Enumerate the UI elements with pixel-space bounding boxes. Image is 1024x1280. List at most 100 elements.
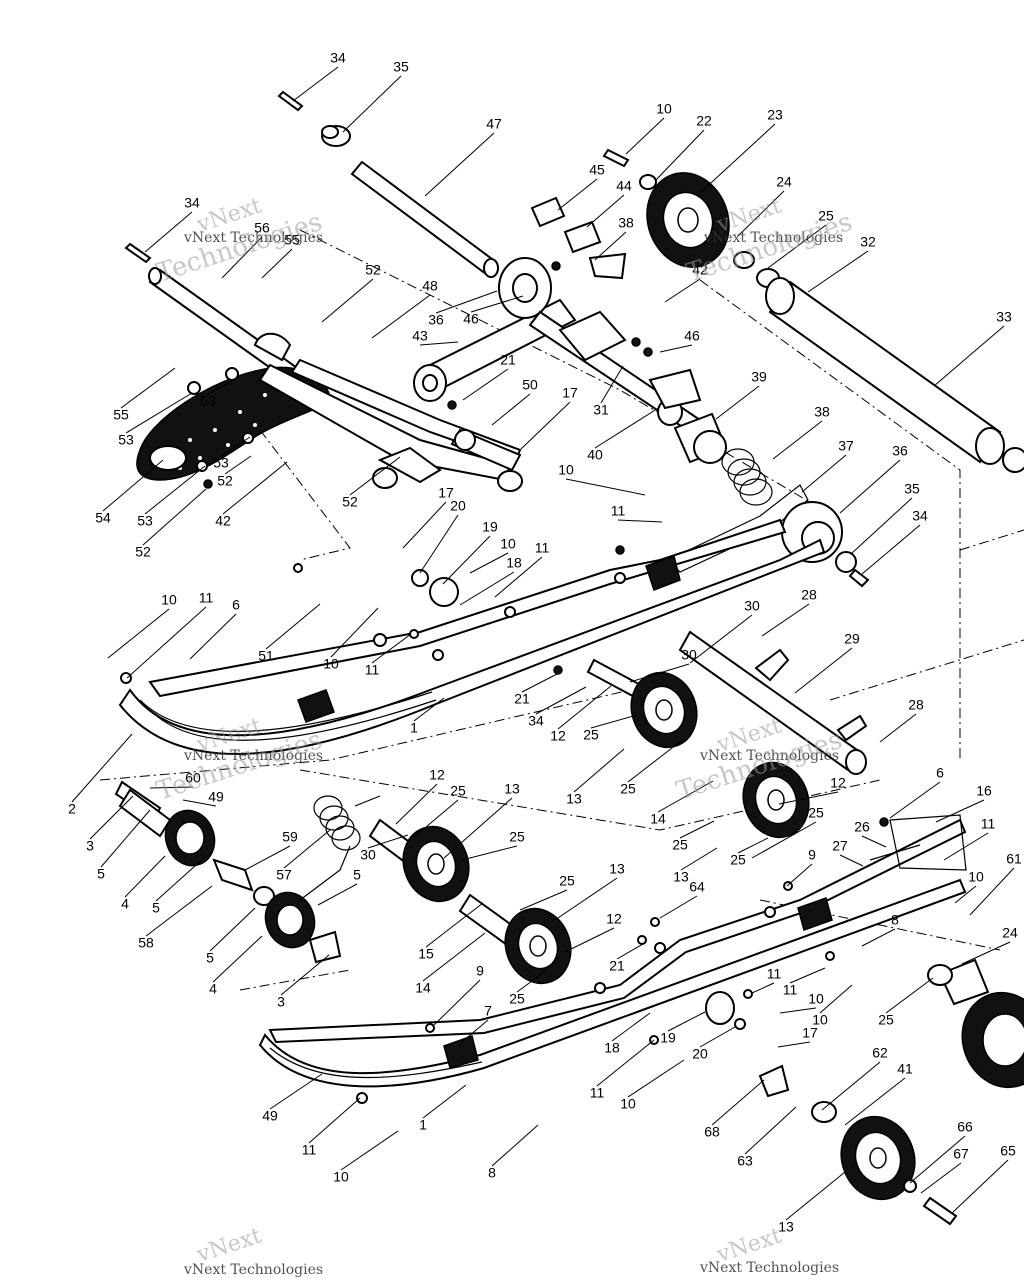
part-number-label: 11	[535, 540, 550, 556]
part-number-label: 10	[656, 101, 672, 117]
callout-leader	[794, 647, 853, 694]
part-number-label: 10	[500, 536, 516, 552]
callout-leader	[751, 821, 817, 859]
callout-leader	[596, 1039, 655, 1087]
part-number-label: 10	[333, 1169, 349, 1185]
callout-leader	[772, 420, 823, 460]
callout-leader	[100, 809, 151, 868]
part-number-label: 24	[776, 174, 792, 190]
part-number-label: 46	[463, 311, 479, 327]
part-number-label: 10	[968, 869, 984, 885]
callout-leader	[920, 1162, 962, 1194]
part-number-label: 10	[161, 592, 177, 608]
part-number-label: 56	[254, 220, 270, 236]
part-number-label: 11	[611, 503, 626, 519]
callout-leader	[861, 928, 896, 947]
callout-leader	[220, 436, 251, 457]
callout-leader	[126, 606, 207, 679]
callout-leader	[470, 295, 524, 313]
part-number-label: 67	[953, 1146, 969, 1162]
part-number-label: 38	[618, 215, 634, 231]
callout-leader	[819, 984, 853, 1014]
part-number-label: 15	[418, 946, 434, 962]
callout-leader	[292, 66, 339, 102]
part-number-label: 30	[681, 647, 697, 663]
callout-leader	[155, 856, 206, 902]
part-number-label: 1	[410, 720, 418, 736]
part-number-label: 53	[200, 393, 216, 409]
callout-leader	[961, 941, 1011, 965]
callout-leader	[659, 344, 693, 353]
callout-leader	[321, 278, 374, 323]
callout-leader	[469, 552, 509, 574]
part-number-label: 61	[1006, 851, 1022, 867]
callout-leader	[657, 780, 714, 813]
part-number-label: 30	[744, 598, 760, 614]
callout-leader	[629, 663, 690, 683]
part-number-label: 21	[609, 958, 625, 974]
part-number-label: 38	[814, 404, 830, 420]
callout-leader	[461, 1019, 489, 1043]
callout-leader	[207, 380, 233, 395]
callout-leader	[761, 603, 810, 637]
callout-leader	[280, 954, 330, 996]
part-number-label: 60	[185, 770, 201, 786]
callout-leader	[494, 556, 543, 598]
callout-leader	[422, 1084, 467, 1119]
part-number-label: 33	[996, 309, 1012, 325]
part-number-label: 46	[684, 328, 700, 344]
callout-leader	[535, 686, 587, 715]
part-number-label: 7	[484, 1003, 492, 1019]
callout-leader	[751, 982, 775, 994]
part-number-label: 19	[660, 1030, 676, 1046]
callout-leader	[269, 1073, 323, 1110]
callout-leader	[680, 847, 718, 871]
callout-leader	[461, 845, 518, 861]
part-number-label: 11	[590, 1085, 605, 1101]
torsion-spring-38	[666, 412, 809, 573]
callout-leader	[224, 455, 252, 475]
part-number-label: 12	[606, 911, 622, 927]
part-number-label: 25	[583, 727, 599, 743]
callout-leader	[600, 365, 624, 404]
callout-leader	[777, 1041, 811, 1048]
part-number-label: 8	[891, 912, 899, 928]
watermark-line: vNext Technologies	[183, 230, 323, 246]
callout-leader	[699, 123, 776, 194]
callout-leader	[625, 117, 665, 155]
part-number-label: 22	[696, 113, 712, 129]
part-number-label: 49	[208, 789, 224, 805]
part-number-label: 11	[199, 590, 214, 606]
callout-leader	[189, 613, 237, 660]
callout-leader	[212, 935, 263, 983]
rear-arm-assembly	[124, 90, 702, 492]
callout-leader	[737, 837, 769, 854]
part-number-label: 18	[604, 1040, 620, 1056]
part-number-label: 25	[808, 805, 824, 821]
part-number-label: 25	[620, 781, 636, 797]
part-number-label: 12	[550, 728, 566, 744]
callout-leader	[125, 392, 193, 434]
part-number-label: 55	[284, 232, 300, 248]
part-number-label: 39	[751, 369, 767, 385]
callout-leader	[424, 132, 495, 197]
part-number-label: 13	[609, 861, 625, 877]
part-number-label: 10	[620, 1096, 636, 1112]
watermark-line: vNext Technologies	[183, 748, 323, 764]
callout-leader	[654, 129, 705, 182]
part-number-label: 59	[282, 829, 298, 845]
part-number-label: 6	[232, 597, 240, 613]
callout-leader	[519, 889, 568, 911]
callout-leader	[340, 1130, 399, 1171]
part-number-label: 52	[135, 544, 151, 560]
callout-leader	[317, 883, 358, 906]
callout-leader	[491, 393, 531, 426]
callout-leader	[689, 614, 753, 664]
callout-leader	[308, 1097, 361, 1144]
part-number-label: 62	[872, 1045, 888, 1061]
part-number-label: 10	[812, 1012, 828, 1028]
callout-leader	[554, 877, 618, 921]
callout-leader	[664, 278, 701, 303]
callout-leader	[557, 178, 598, 211]
